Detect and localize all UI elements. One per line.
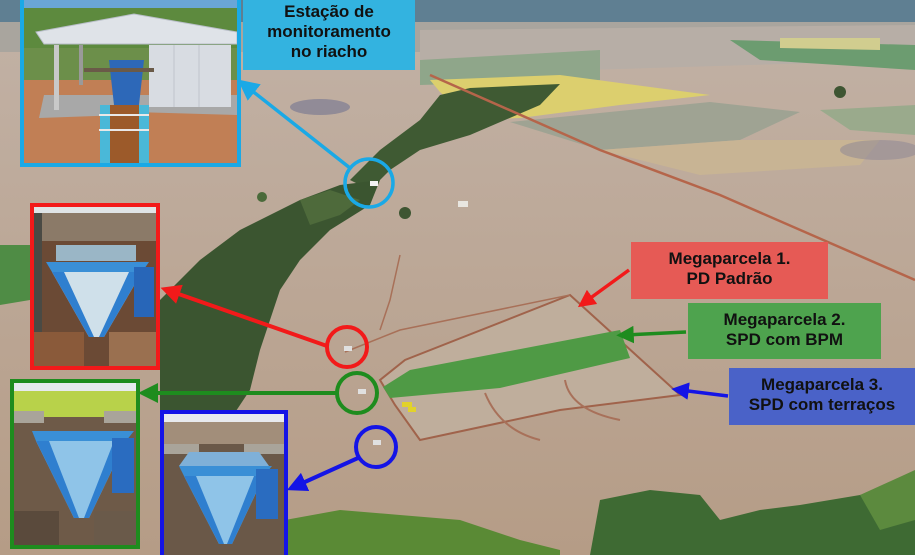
label-megaparcela-1: Megaparcela 1. PD Padrão bbox=[631, 242, 828, 299]
label-stream-station-line2: monitoramento bbox=[267, 22, 391, 41]
flume-photo-megaparcela-2 bbox=[10, 379, 140, 549]
label-stream-station: Estação de monitoramento no riacho bbox=[243, 0, 415, 70]
label-megaparcela-2-line2: SPD com BPM bbox=[725, 330, 844, 349]
flume-photo-megaparcela-3 bbox=[160, 410, 288, 555]
label-megaparcela-1-line1: Megaparcela 1. bbox=[668, 249, 791, 268]
label-megaparcela-3-line1: Megaparcela 3. bbox=[761, 375, 883, 394]
label-megaparcela-2: Megaparcela 2. SPD com BPM bbox=[688, 303, 881, 359]
flume-image-green bbox=[14, 383, 136, 545]
flume-image-blue bbox=[164, 414, 284, 555]
label-stream-station-line3: no riacho bbox=[290, 42, 368, 61]
stream-station-image bbox=[24, 0, 237, 163]
label-megaparcela-1-line2: PD Padrão bbox=[686, 269, 773, 288]
label-stream-station-line1: Estação de bbox=[284, 2, 374, 21]
flume-image-red bbox=[34, 207, 156, 366]
label-megaparcela-3-line2: SPD com terraços bbox=[748, 395, 896, 414]
stream-station-photo bbox=[20, 0, 241, 167]
label-megaparcela-3: Megaparcela 3. SPD com terraços bbox=[729, 368, 915, 425]
flume-photo-megaparcela-1 bbox=[30, 203, 160, 370]
label-megaparcela-2-line1: Megaparcela 2. bbox=[723, 310, 846, 329]
